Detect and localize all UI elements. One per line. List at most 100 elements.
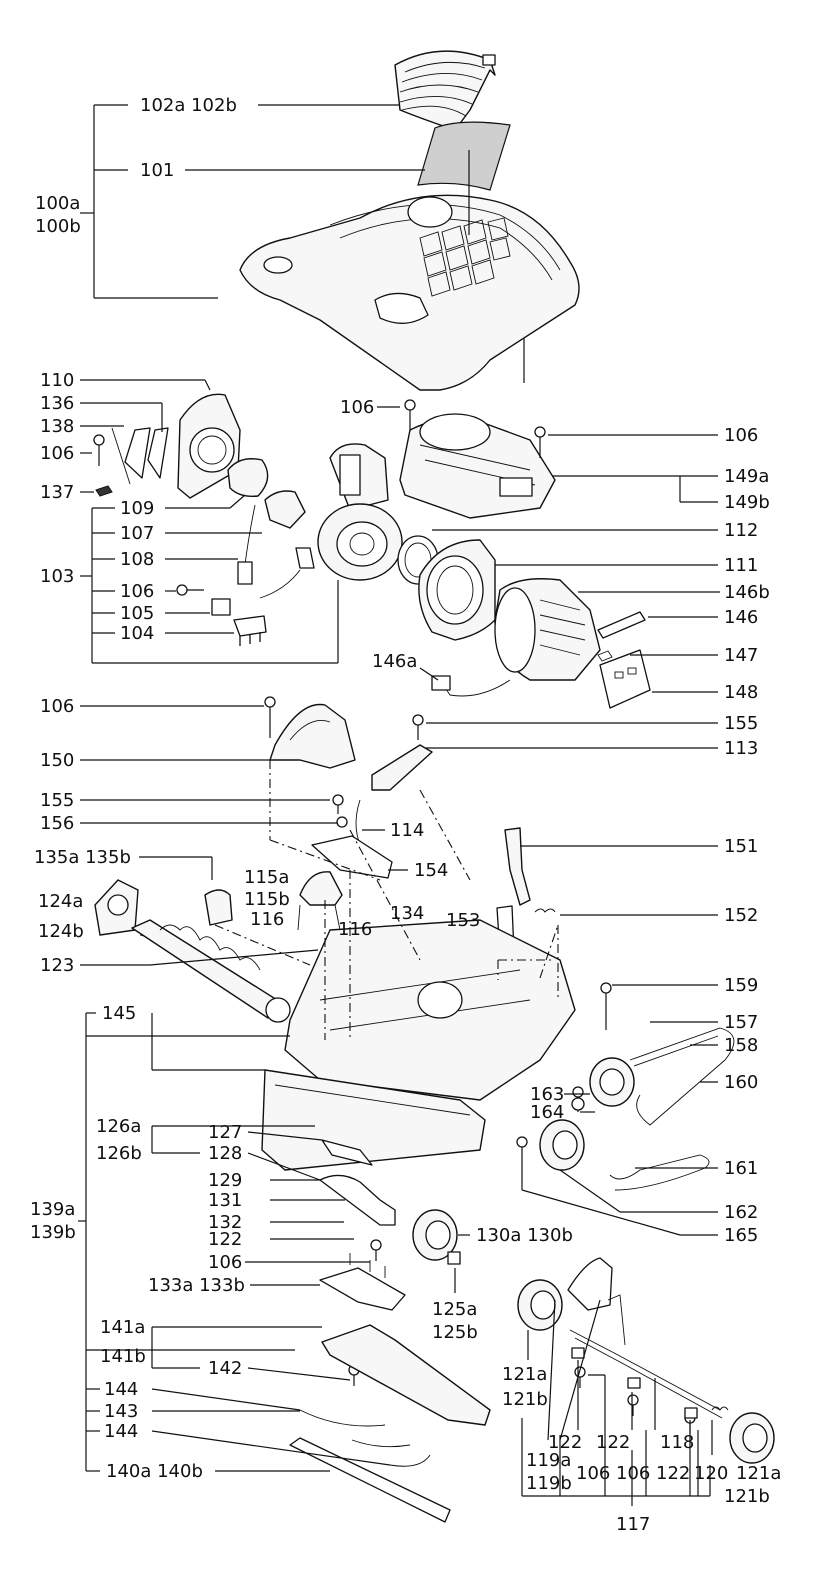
pulley-belt-part: [571, 1027, 735, 1191]
label-151: 151: [724, 836, 758, 857]
label-164: 164: [530, 1102, 564, 1123]
label-140: 140a 140b: [106, 1461, 203, 1482]
label-112: 112: [724, 520, 758, 541]
label-105: 105: [120, 603, 154, 624]
label-126b: 126b: [96, 1143, 142, 1164]
label-106: 106: [340, 397, 374, 418]
label-106: 106: [208, 1252, 242, 1273]
pedal-cap-part: [297, 871, 343, 931]
brushroll-part: [131, 919, 291, 1023]
label-141a: 141a: [100, 1317, 145, 1338]
label-131: 131: [208, 1190, 242, 1211]
label-161: 161: [724, 1158, 758, 1179]
motor-pulley-part: [516, 1119, 585, 1190]
label-130: 130a 130b: [476, 1225, 573, 1246]
label-122: 122: [656, 1463, 690, 1484]
label-125a: 125a: [432, 1299, 477, 1320]
label-106: 106: [616, 1463, 650, 1484]
label-158: 158: [724, 1035, 758, 1056]
label-100a: 100a: [35, 193, 80, 214]
label-165: 165: [724, 1225, 758, 1246]
label-121b: 121b: [724, 1486, 770, 1507]
motor-shroud-part: [418, 539, 496, 641]
label-163: 163: [530, 1084, 564, 1105]
label-132: 132: [208, 1212, 242, 1233]
label-114: 114: [390, 820, 424, 841]
label-103: 103: [40, 566, 74, 587]
label-101: 101: [140, 160, 174, 181]
label-122: 122: [596, 1432, 630, 1453]
label-149b: 149b: [724, 492, 770, 513]
base-plate-part: [289, 1437, 451, 1523]
label-106: 106: [576, 1463, 610, 1484]
label-146: 146: [724, 607, 758, 628]
label-153: 153: [446, 910, 480, 931]
label-106: 106: [724, 425, 758, 446]
grille-cover-part: [394, 50, 496, 131]
label-129: 129: [208, 1170, 242, 1191]
label-150: 150: [40, 750, 74, 771]
label-116: 116: [250, 909, 284, 930]
label-100b: 100b: [35, 216, 81, 237]
label-120: 120: [694, 1463, 728, 1484]
label-144: 144: [104, 1379, 138, 1400]
label-111: 111: [724, 555, 758, 576]
callout-labels: 102a 102b 101 100a 100b 106 106 149a 149…: [30, 95, 781, 1535]
label-125b: 125b: [432, 1322, 478, 1343]
label-118: 118: [660, 1432, 694, 1453]
label-122: 122: [548, 1432, 582, 1453]
label-155: 155: [724, 713, 758, 734]
filter-part: [417, 121, 511, 191]
rear-wheel-assembly-part: [517, 1257, 775, 1464]
label-162: 162: [724, 1202, 758, 1223]
label-113: 113: [724, 738, 758, 759]
duct-part: [269, 703, 356, 769]
label-106: 106: [40, 696, 74, 717]
label-147: 147: [724, 645, 758, 666]
label-106: 106: [40, 443, 74, 464]
label-142: 142: [208, 1358, 242, 1379]
label-102: 102a 102b: [140, 95, 237, 116]
label-115a: 115a: [244, 867, 289, 888]
label-155: 155: [40, 790, 74, 811]
label-115b: 115b: [244, 889, 290, 910]
label-126a: 126a: [96, 1116, 141, 1137]
label-133: 133a 133b: [148, 1275, 245, 1296]
label-121b: 121b: [502, 1389, 548, 1410]
label-107: 107: [120, 523, 154, 544]
label-146a: 146a: [372, 651, 417, 672]
label-128: 128: [208, 1143, 242, 1164]
label-159: 159: [724, 975, 758, 996]
leader-lines: [78, 104, 720, 1506]
label-139b: 139b: [30, 1222, 76, 1243]
springs-part: [299, 1409, 431, 1467]
wheel-part: [412, 1209, 461, 1265]
label-110: 110: [40, 370, 74, 391]
label-123: 123: [40, 955, 74, 976]
label-117: 117: [616, 1514, 650, 1535]
base-housing-part: [261, 919, 576, 1171]
label-119a: 119a: [526, 1450, 571, 1471]
label-148: 148: [724, 682, 758, 703]
part-drawings: [93, 50, 775, 1523]
motor-cover-part: [399, 413, 556, 519]
side-housing-part: [95, 393, 269, 499]
label-116: 116: [338, 919, 372, 940]
label-121a: 121a: [502, 1364, 547, 1385]
label-108: 108: [120, 549, 154, 570]
label-154: 154: [414, 860, 448, 881]
motor-part: [431, 578, 651, 709]
label-104: 104: [120, 623, 154, 644]
label-160: 160: [724, 1072, 758, 1093]
switch-assembly-part: [211, 490, 315, 646]
label-152: 152: [724, 905, 758, 926]
label-136: 136: [40, 393, 74, 414]
end-cap-part: [94, 879, 233, 936]
label-134: 134: [390, 903, 424, 924]
label-139a: 139a: [30, 1199, 75, 1220]
label-127: 127: [208, 1122, 242, 1143]
label-149a: 149a: [724, 466, 769, 487]
fan-housing-part: [317, 443, 403, 581]
label-145: 145: [102, 1003, 136, 1024]
